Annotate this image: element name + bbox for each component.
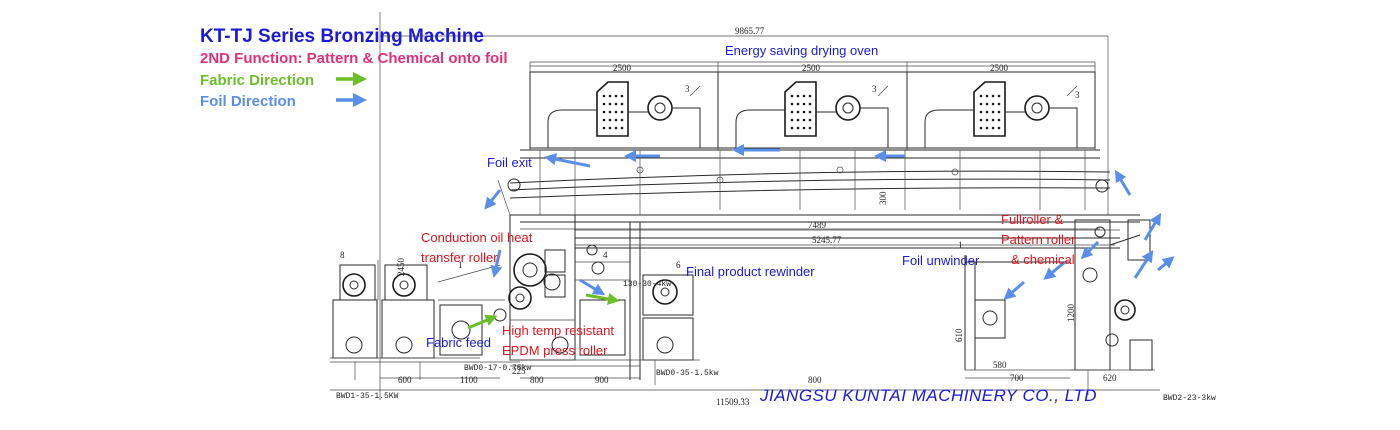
- label-fullroller-line2: Pattern roller: [1001, 232, 1076, 247]
- dim-225: 225: [512, 366, 526, 376]
- dimension-lines: [330, 65, 1160, 391]
- oven-support-structure: [507, 149, 1140, 380]
- dim-610: 610: [954, 328, 964, 342]
- label-foil-exit: Foil exit: [487, 155, 532, 170]
- oven-module-3: [906, 71, 1096, 149]
- tag-1-left: 1: [458, 260, 463, 270]
- tag-3-oven-2: 3: [872, 84, 877, 94]
- foil-arrow: [1133, 249, 1154, 279]
- foil-arrow: [1143, 212, 1162, 241]
- rewinder-unit: [640, 274, 700, 385]
- label-fullroller-line1: Fullroller &: [1001, 212, 1063, 227]
- tag-3-oven-3: 3: [1075, 90, 1080, 100]
- dim-800-b: 800: [808, 375, 822, 385]
- motor-label-3: BWD0-35-1.5kw: [656, 369, 719, 378]
- tag-3-oven-1: 3: [685, 84, 690, 94]
- dim-700: 700: [1010, 373, 1024, 383]
- motor-label-1: BWD1-35-1.5KW: [336, 392, 399, 401]
- label-high-temp-line1: High temp resistant: [502, 323, 614, 338]
- dim-800-a: 800: [530, 375, 544, 385]
- label-conduction-line1: Conduction oil heat: [421, 230, 533, 245]
- label-fullroller-line3: & chemical: [1011, 252, 1075, 267]
- tag-4: 4: [603, 250, 608, 260]
- dim-oven-section-3: 2500: [990, 63, 1009, 73]
- dim-1200: 1200: [1066, 304, 1076, 323]
- dim-900: 900: [595, 375, 609, 385]
- label-drying-oven: Energy saving drying oven: [725, 43, 878, 58]
- label-high-temp-line2: EPDM press roller: [502, 343, 608, 358]
- dim-overall-width: 9865.77: [735, 26, 765, 36]
- oven-module-1: [529, 71, 719, 149]
- dim-300: 300: [878, 191, 888, 205]
- dim-7489: 7489: [808, 220, 827, 230]
- dim-580: 580: [993, 360, 1007, 370]
- foil-arrow: [1114, 169, 1132, 196]
- foil-direction-arrows: [484, 144, 1175, 300]
- fabric-direction-arrows: [467, 293, 620, 330]
- diagram-subtitle: 2ND Function: Pattern & Chemical onto fo…: [200, 50, 508, 67]
- dim-600: 600: [398, 375, 412, 385]
- foil-arrow: [579, 278, 606, 296]
- oven-module-2: [717, 71, 908, 149]
- tag-6: 6: [676, 260, 681, 270]
- foil-arrow: [1080, 240, 1100, 260]
- label-final-rewinder: Final product rewinder: [686, 264, 815, 279]
- label-conduction-line2: transfer roller: [421, 250, 498, 265]
- fabric-feed-unit: [330, 260, 520, 380]
- dim-oven-section-1: 2500: [613, 63, 632, 73]
- tag-1-right: 1: [958, 240, 963, 250]
- dim-1100: 1100: [460, 375, 478, 385]
- label-fabric-feed: Fabric feed: [426, 335, 491, 350]
- fabric-arrow: [467, 314, 498, 330]
- foil-arrow: [544, 153, 591, 168]
- motor-label-5: 130-30-4kw: [623, 280, 671, 289]
- legend-fabric-label: Fabric Direction: [200, 72, 314, 89]
- heat-transfer-unit: [493, 179, 640, 367]
- foil-arrow: [484, 189, 502, 210]
- diagram-title: KT-TJ Series Bronzing Machine: [200, 26, 484, 47]
- foil-arrow: [1157, 256, 1175, 272]
- legend-foil-label: Foil Direction: [200, 93, 296, 110]
- dim-2450: 2450: [396, 258, 406, 277]
- foil-unwinder-unit: [964, 219, 1155, 395]
- fabric-arrow: [585, 293, 620, 305]
- tag-8: 8: [340, 250, 345, 260]
- motor-label-4: BWD2-23-3kw: [1163, 394, 1216, 403]
- dim-oven-section-2: 2500: [802, 63, 821, 73]
- dim-total-length: 11509.33: [716, 397, 750, 407]
- motor-label-2: BWD0-17-0.75kw: [464, 364, 531, 373]
- foil-arrow: [490, 249, 503, 278]
- dim-620: 620: [1103, 373, 1117, 383]
- label-foil-unwinder: Foil unwinder: [902, 253, 980, 268]
- dim-5245: 5245.77: [812, 235, 842, 245]
- foil-arrow: [1003, 280, 1025, 300]
- foil-arrow: [1043, 260, 1066, 280]
- company-name: JIANGSU KUNTAI MACHINERY CO., LTD: [759, 386, 1097, 405]
